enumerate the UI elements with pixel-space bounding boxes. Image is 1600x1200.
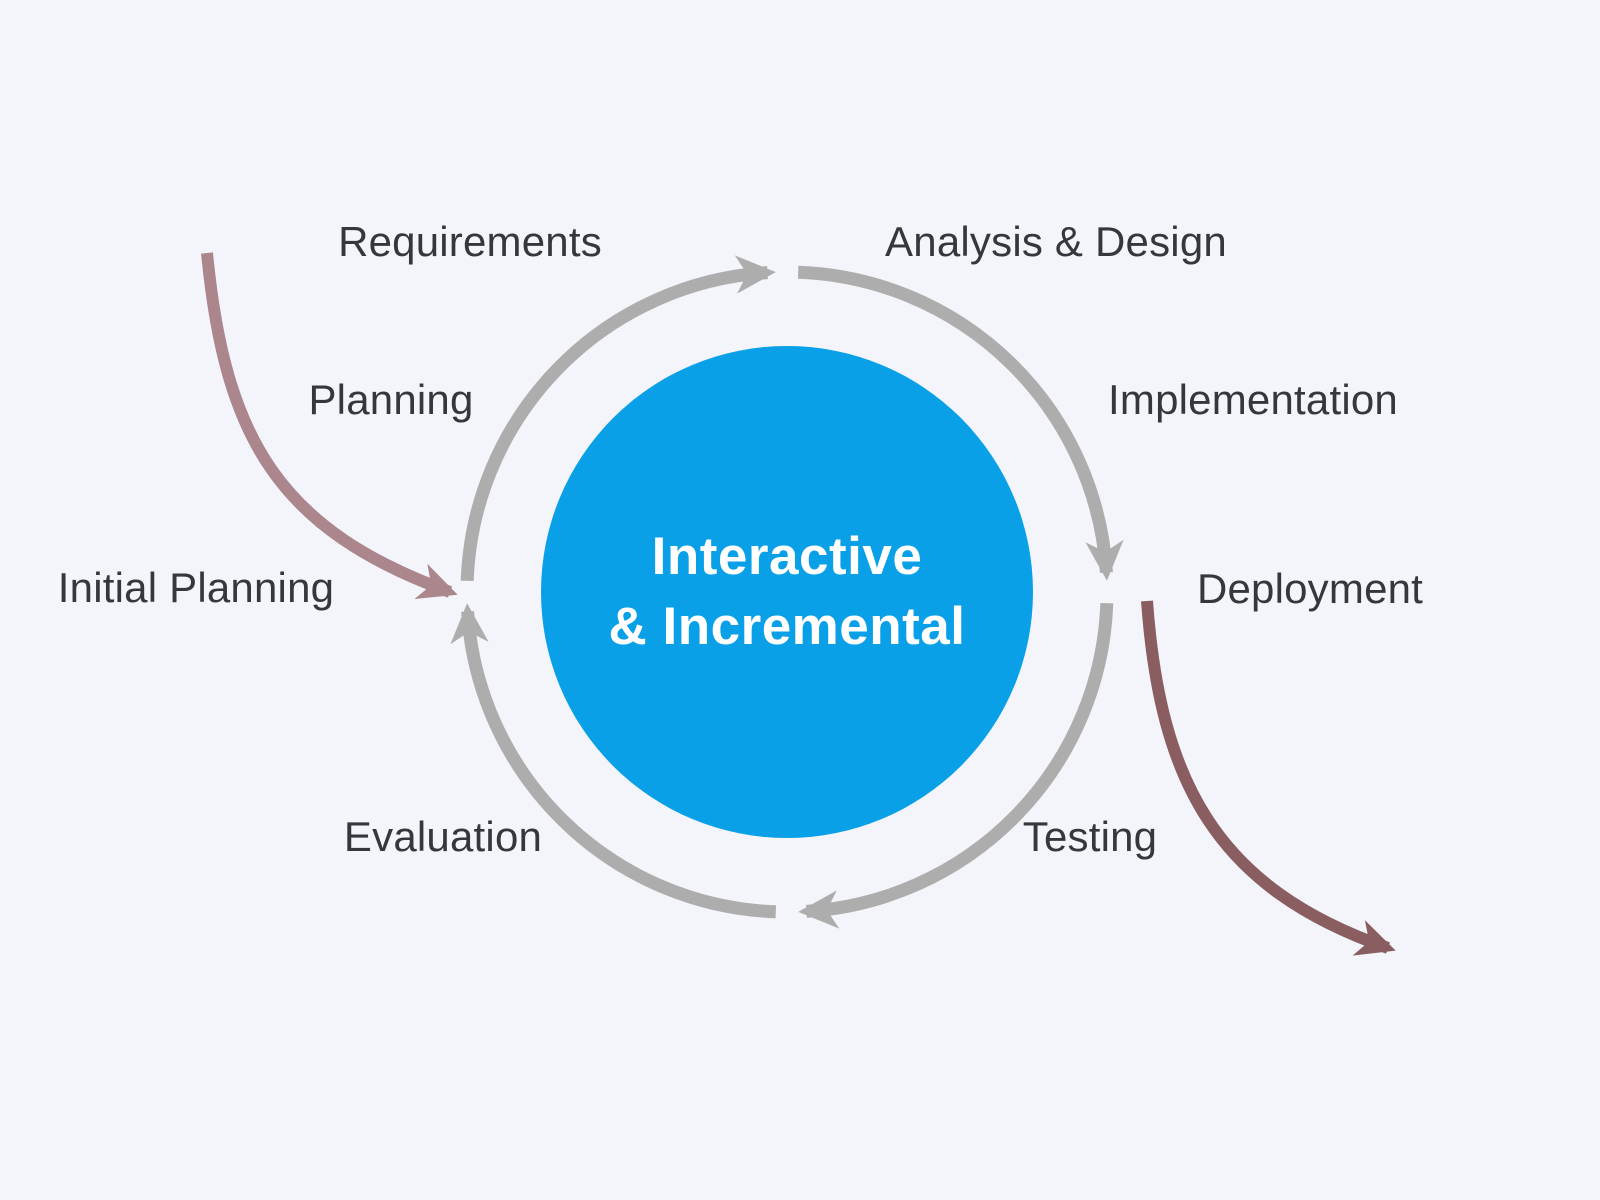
stage-label-implementation: Implementation	[1108, 376, 1398, 423]
center-title-line2: & Incremental	[608, 597, 966, 656]
cycle-arc-bottom-left	[450, 603, 777, 919]
cycle-arc-bottom-right	[798, 602, 1114, 929]
center-title: Interactive & Incremental	[608, 522, 965, 662]
stage-label-testing: Testing	[1022, 813, 1158, 860]
cycle-arc-top-left	[460, 255, 776, 582]
exit-arrow	[1141, 600, 1396, 956]
stage-label-analysis-design: Analysis & Design	[885, 218, 1227, 265]
stage-label-deployment: Deployment	[1196, 565, 1424, 612]
center-title-line1: Interactive	[651, 527, 923, 587]
stage-label-requirements: Requirements	[338, 218, 602, 265]
stage-label-planning: Planning	[308, 376, 474, 423]
stage-label-evaluation: Evaluation	[343, 813, 543, 860]
cycle-arc-top-right	[797, 265, 1124, 581]
entry-label-initial-planning: Initial Planning	[57, 564, 335, 611]
entry-arrow	[201, 252, 458, 599]
center-circle	[541, 346, 1033, 838]
